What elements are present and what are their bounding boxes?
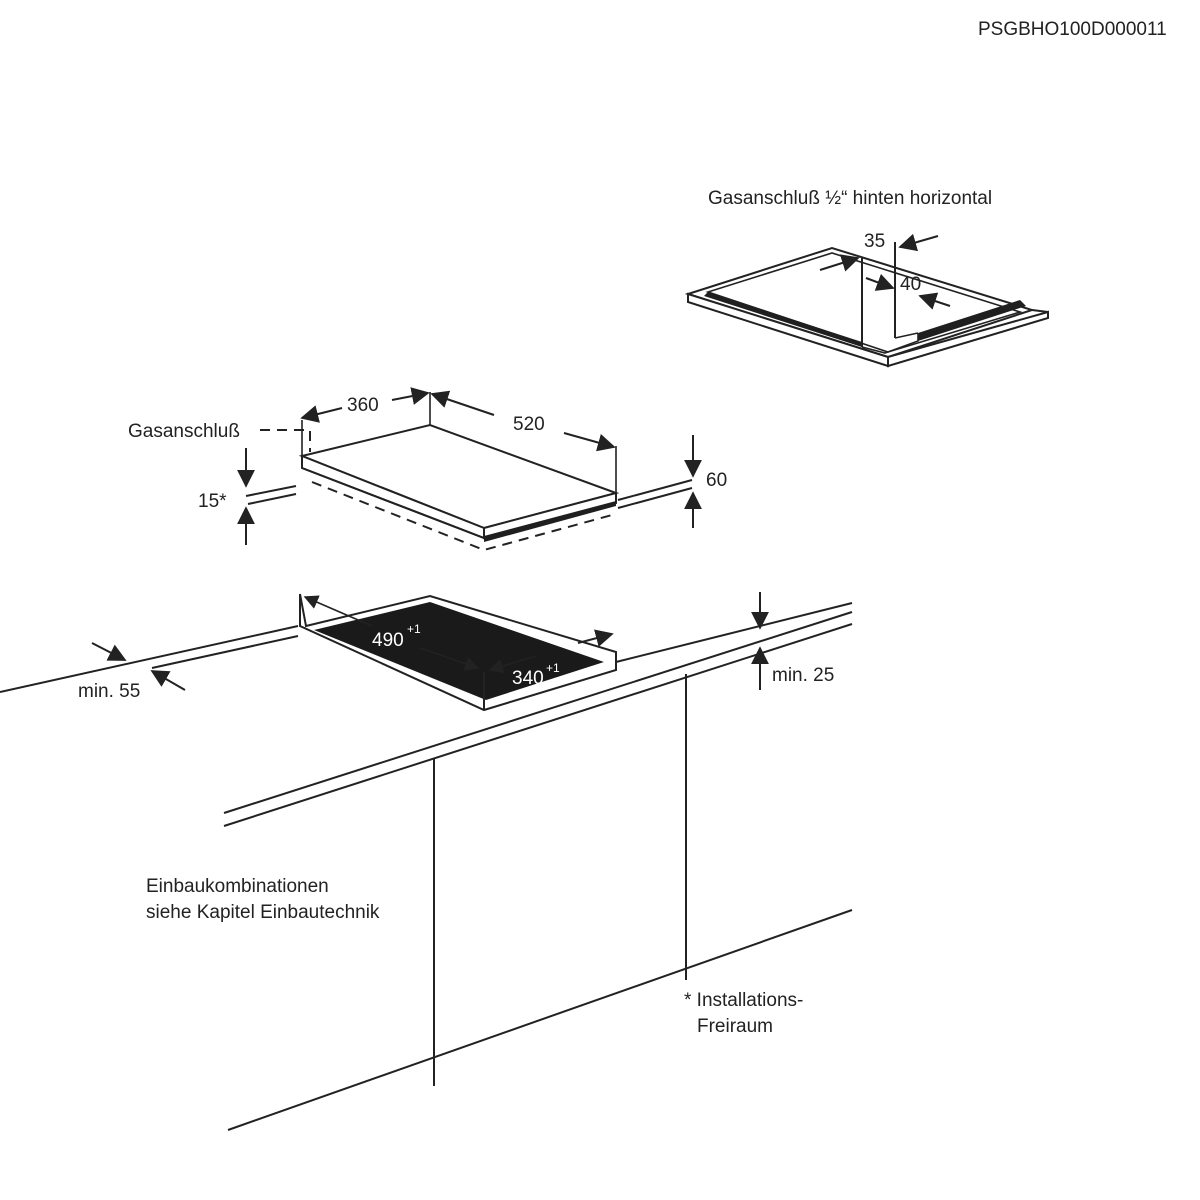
hob-worktop-left	[245, 485, 297, 497]
dim-340-tolerance: +1	[546, 661, 560, 675]
hob-black-edge-right	[918, 300, 1026, 341]
dim-35-label: 35	[864, 231, 885, 252]
dim-40-label: 40	[900, 274, 921, 295]
dim-520-label: 520	[513, 414, 545, 435]
dim-520-arrow-right	[563, 432, 616, 452]
dim-340-arrow-right	[577, 629, 614, 647]
min-55-arrow-left	[91, 642, 127, 661]
worktop-front-bottom	[223, 623, 853, 827]
dim-490-arrow-left	[303, 595, 373, 627]
cabinet	[227, 674, 853, 1131]
dim-520-arrow-left	[430, 390, 495, 416]
worktop-back-edge-right	[615, 602, 853, 663]
hob-underside-dashed	[311, 481, 613, 552]
dim-340-label: 340	[512, 668, 544, 689]
notch-outline	[861, 333, 919, 354]
note-line-1: Einbaukombinationen	[146, 876, 329, 897]
note-line-2: siehe Kapitel Einbautechnik	[146, 902, 380, 923]
worktop-back-edge-left	[0, 625, 299, 693]
hob-bottom-edge	[301, 467, 485, 539]
worktop-setback-line	[151, 635, 299, 669]
min-55-label: min. 55	[78, 681, 140, 702]
base-right-face	[887, 310, 1049, 368]
notch-top	[894, 332, 919, 339]
gas-connection-label: Gasanschluß	[128, 421, 240, 442]
dim-40-arrow-left	[865, 273, 895, 291]
dim-60-label: 60	[706, 470, 727, 491]
cabinet-floor-line	[227, 909, 853, 1131]
hob-worktop-left-2	[247, 493, 297, 505]
hob-unit: 360 520 Gasanschluß 15* 60	[128, 387, 727, 552]
hob-black-edge-left	[704, 292, 862, 347]
worktop-front-top	[223, 611, 853, 814]
dim-490-tolerance: +1	[407, 622, 421, 636]
gas-rear-label: Gasanschluß ½“ hinten horizontal	[708, 188, 992, 209]
worktop: 490 +1 340 +1 min. 55 min. 25	[0, 592, 853, 827]
dim-360-arrow-right	[391, 387, 430, 405]
dim-40-arrow-right	[918, 292, 951, 310]
base-corner-edge	[1031, 309, 1049, 313]
rear-connection-detail: Gasanschluß ½“ hinten horizontal 35 40	[684, 188, 1049, 368]
dim-490-arrow-right	[419, 647, 480, 671]
hob-black-trim	[484, 501, 616, 542]
hob-worktop-right	[617, 479, 693, 501]
dim-360-label: 360	[347, 395, 379, 416]
dim-15-label: 15*	[198, 491, 227, 512]
install-note-line-1: * Installations-	[684, 990, 803, 1011]
cutout-opening	[314, 602, 604, 700]
install-note-line-2: Freiraum	[697, 1016, 773, 1037]
dim-360-arrow-left	[300, 405, 343, 423]
min-25-label: min. 25	[772, 665, 834, 686]
document-code: PSGBHO100D000011	[978, 19, 1167, 40]
dim-490-label: 490	[372, 630, 404, 651]
dim-35-arrow-right	[898, 233, 939, 252]
dim-340-arrow-left	[488, 655, 537, 674]
min-55-arrow-right	[150, 670, 186, 691]
dim-35-arrow-left	[819, 254, 860, 272]
hob-worktop-right-2	[617, 487, 693, 509]
